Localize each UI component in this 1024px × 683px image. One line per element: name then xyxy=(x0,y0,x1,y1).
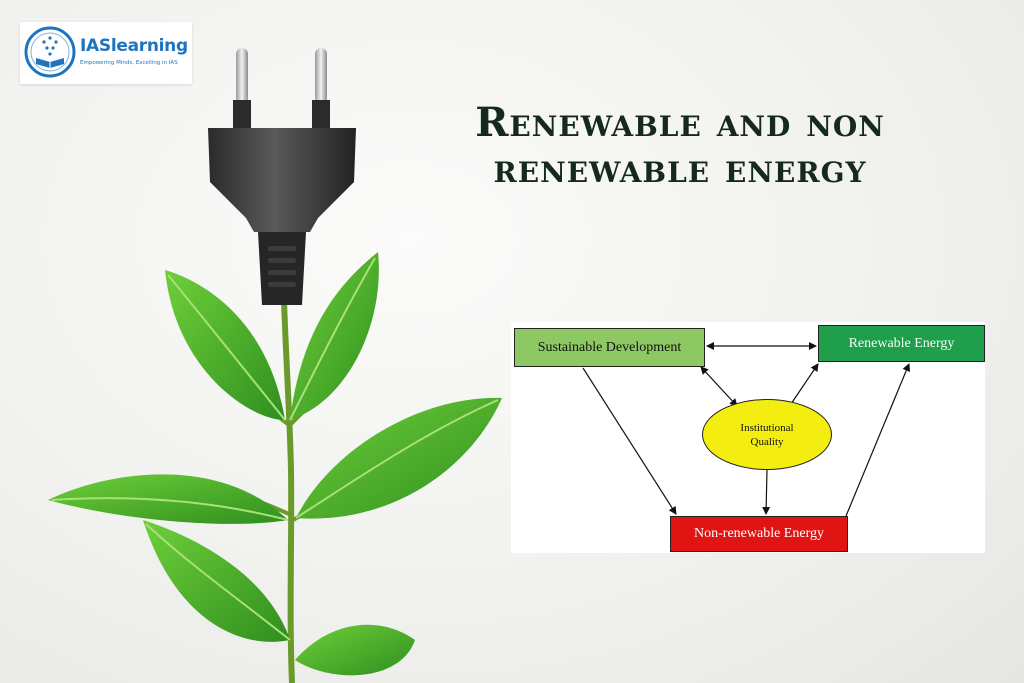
leaf-top-right xyxy=(289,252,379,421)
node-renewable-energy: Renewable Energy xyxy=(818,325,985,362)
edge-ne-re xyxy=(845,363,911,517)
brand-logo[interactable]: IASlearning Empowering Minds, Excelling … xyxy=(20,22,192,84)
leaf-left xyxy=(48,474,289,524)
leaf-lower-left xyxy=(143,520,291,642)
title-line-2: renewable energy xyxy=(493,145,867,192)
book-globe-icon xyxy=(24,26,76,78)
leaf-bottom-right xyxy=(295,624,415,676)
edge-sd-ne xyxy=(582,367,677,515)
edge-iq-ne xyxy=(762,469,771,515)
diagram-edges xyxy=(582,342,911,517)
node-sustainable-development: Sustainable Development xyxy=(514,328,705,367)
edge-iq-re xyxy=(790,363,819,405)
edge-sd-iq xyxy=(700,366,738,407)
title-line-1: Renewable and non xyxy=(475,99,885,146)
energy-relationship-diagram: Sustainable Development Renewable Energy… xyxy=(511,322,985,553)
leaf-top-left xyxy=(165,270,286,421)
page-title: Renewable and non renewable energy xyxy=(400,100,960,192)
logo-name: IASlearning xyxy=(80,36,188,56)
node-non-renewable-energy: Non-renewable Energy xyxy=(670,516,848,552)
node-institutional-quality-label: Institutional Quality xyxy=(740,421,794,448)
power-plug-icon xyxy=(208,48,356,305)
leaf-middle-right xyxy=(295,397,502,519)
logo-tagline: Empowering Minds, Excelling in IAS xyxy=(80,60,178,66)
node-institutional-quality: Institutional Quality xyxy=(702,399,832,470)
